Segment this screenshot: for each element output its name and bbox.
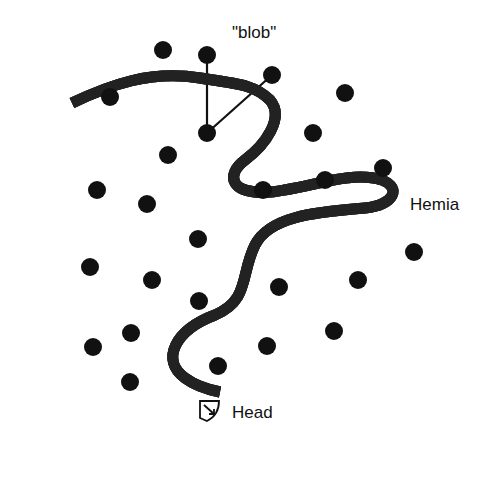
particle-dot [258,337,276,355]
particle-dot [374,159,392,177]
tube-core [72,76,393,392]
head-symbol [200,401,219,421]
particle-dot [198,124,216,142]
particle-dot [198,46,216,64]
particle-dot [122,324,140,342]
particle-dot [316,171,334,189]
particle-dot [121,373,139,391]
head-label: Head [232,404,273,423]
particle-dot [81,258,99,276]
particle-dot [189,230,207,248]
hernia-label: Hemia [410,196,459,215]
dots [81,41,423,391]
particle-dot [254,181,272,199]
particle-dot [143,271,161,289]
head-shape [200,401,219,421]
tube-inner [72,76,393,392]
particle-dot [84,338,102,356]
particle-dot [154,41,172,59]
blob-link [206,55,208,133]
tube-outline [72,76,393,392]
particle-dot [159,146,177,164]
particle-dot [325,322,343,340]
head-arrowhead [209,409,214,414]
particle-dot [101,88,119,106]
particle-dot [209,357,227,375]
particle-dot [270,278,288,296]
particle-dot [263,66,281,84]
particle-dot [336,84,354,102]
particle-dot [138,195,156,213]
particle-dot [405,243,423,261]
particle-dot [88,181,106,199]
blob-label: "blob" [232,24,276,43]
particle-dot [190,292,208,310]
hernia-tube [72,76,393,392]
particle-dot [304,124,322,142]
head-arrow [204,405,214,414]
particle-dot [349,271,367,289]
